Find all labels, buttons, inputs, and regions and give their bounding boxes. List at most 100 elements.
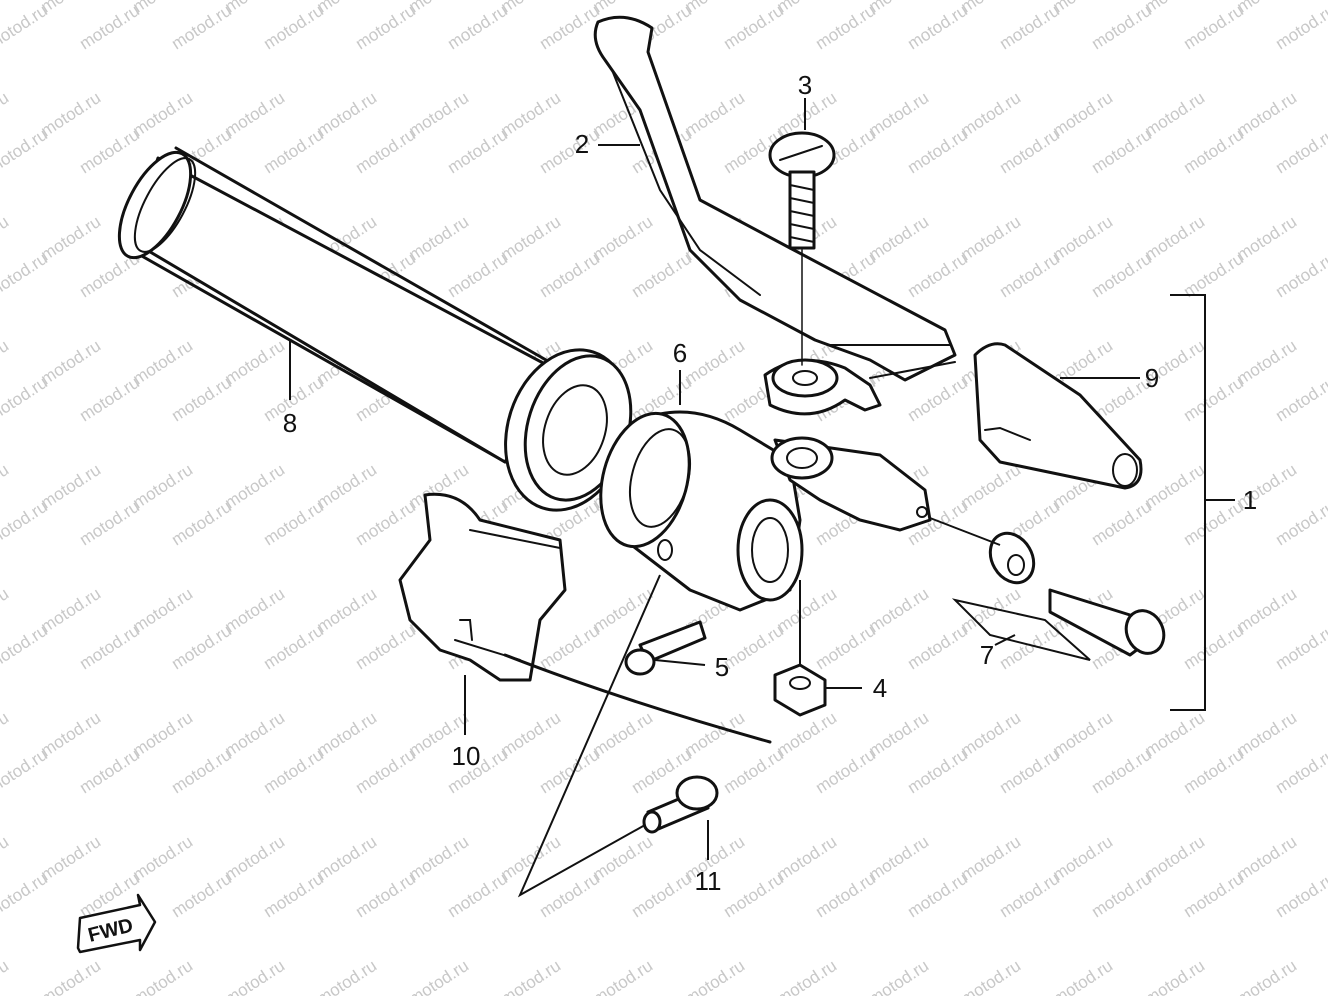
watermark-text: motod.ru [774, 956, 841, 996]
watermark-text: motod.ru [536, 621, 603, 673]
watermark-text: motod.ru [0, 336, 12, 388]
watermark-text: motod.ru [38, 832, 105, 884]
watermark-text: motod.ru [222, 708, 289, 760]
watermark-text: motod.ru [590, 956, 657, 996]
watermark-text: motod.ru [536, 869, 603, 921]
watermark-text: motod.ru [0, 460, 12, 512]
watermark-text: motod.ru [1088, 745, 1155, 797]
watermark-text: motod.ru [996, 745, 1063, 797]
watermark-text: motod.ru [590, 584, 657, 636]
watermark-text: motod.ru [168, 1, 235, 53]
watermark-text: motod.ru [0, 956, 12, 996]
watermark-text: motod.ru [1088, 249, 1155, 301]
watermark-text: motod.ru [76, 497, 143, 549]
watermark-text: motod.ru [0, 212, 12, 264]
watermark-text: motod.ru [444, 1, 511, 53]
watermark-text: motod.ru [168, 621, 235, 673]
watermark-text: motod.ru [498, 956, 565, 996]
watermark-text: motod.ru [406, 212, 473, 264]
watermark-text: motod.ru [444, 869, 511, 921]
watermark-text: motod.ru [0, 584, 12, 636]
watermark-text: motod.ru [0, 869, 51, 921]
watermark-text: motod.ru [904, 869, 971, 921]
watermark-text: motod.ru [1142, 832, 1209, 884]
watermark-text: motod.ru [130, 336, 197, 388]
watermark-text: motod.ru [0, 249, 51, 301]
watermark-text: motod.ru [958, 584, 1025, 636]
callout-4: 4 [873, 673, 887, 703]
callout-7: 7 [980, 640, 994, 670]
watermark-text: motod.ru [1180, 621, 1247, 673]
watermark-text: motod.ru [38, 956, 105, 996]
watermark-text: motod.ru [536, 125, 603, 177]
watermark-text: motod.ru [0, 125, 51, 177]
watermark-text: motod.ru [76, 621, 143, 673]
watermark-text: motod.ru [260, 745, 327, 797]
watermark-text: motod.ru [314, 88, 381, 140]
watermark-text: motod.ru [958, 832, 1025, 884]
watermark-text: motod.ru [1272, 869, 1328, 921]
watermark-text: motod.ru [76, 745, 143, 797]
watermark-text: motod.ru [130, 460, 197, 512]
watermark-text: motod.ru [590, 708, 657, 760]
callout-1: 1 [1243, 485, 1257, 515]
watermark-text: motod.ru [1088, 869, 1155, 921]
watermark-text: motod.ru [130, 88, 197, 140]
watermark-text: motod.ru [222, 956, 289, 996]
watermark-text: motod.ru [866, 708, 933, 760]
watermark-text: motod.ru [444, 125, 511, 177]
part-screw-11 [642, 775, 719, 834]
watermark-text: motod.ru [720, 869, 787, 921]
watermark-text: motod.ru [0, 708, 12, 760]
watermark-text: motod.ru [130, 708, 197, 760]
watermark-text: motod.ru [1234, 956, 1301, 996]
watermark-text: motod.ru [260, 621, 327, 673]
callout-labels: 2 3 8 6 9 1 10 5 4 7 11 [283, 70, 1257, 896]
watermark-text: motod.ru [812, 621, 879, 673]
watermark-text: motod.ru [314, 832, 381, 884]
watermark-text: motod.ru [720, 621, 787, 673]
watermark-text: motod.ru [812, 869, 879, 921]
watermark-text: motod.ru [1050, 212, 1117, 264]
watermark-text: motod.ru [1272, 373, 1328, 425]
watermark-text: motod.ru [260, 869, 327, 921]
watermark-text: motod.ru [682, 336, 749, 388]
watermark-text: motod.ru [1050, 832, 1117, 884]
watermark-text: motod.ru [904, 249, 971, 301]
watermark-text: motod.ru [1142, 460, 1209, 512]
watermark-text: motod.ru [352, 621, 419, 673]
watermark-text: motod.ru [996, 125, 1063, 177]
watermark-text: motod.ru [314, 708, 381, 760]
watermark-text: motod.ru [352, 869, 419, 921]
watermark-text: motod.ru [1272, 621, 1328, 673]
part-switch-housing [398, 492, 772, 744]
watermark-text: motod.ru [222, 336, 289, 388]
watermark-text: motod.ru [536, 1, 603, 53]
part-pivot-bolt [768, 131, 836, 366]
part-nut [773, 580, 827, 717]
watermark-text: motod.ru [1180, 1, 1247, 53]
watermark-text: motod.ru [38, 584, 105, 636]
watermark-text: motod.ru [0, 373, 51, 425]
watermark-text: motod.ru [536, 249, 603, 301]
watermark-text: motod.ru [0, 497, 51, 549]
watermark-text: motod.ru [444, 249, 511, 301]
watermark-text: motod.ru [866, 584, 933, 636]
watermark-text: motod.ru [1234, 336, 1301, 388]
part-lever-cover [973, 342, 1143, 490]
watermark-text: motod.ru [0, 621, 51, 673]
leader-lines [289, 98, 1235, 898]
watermark-text: motod.ru [996, 249, 1063, 301]
watermark-text: motod.ru [682, 88, 749, 140]
part-lever [593, 15, 957, 382]
watermark-text: motod.ru [406, 88, 473, 140]
watermark-text: motod.ru [38, 336, 105, 388]
watermark-text: motod.ru [352, 125, 419, 177]
watermark-text: motod.ru [1142, 88, 1209, 140]
watermark-text: motod.ru [904, 373, 971, 425]
watermark-text: motod.ru [774, 832, 841, 884]
watermark-text: motod.ru [1234, 212, 1301, 264]
watermark-text: motod.ru [1272, 497, 1328, 549]
watermark-text: motod.ru [314, 956, 381, 996]
watermark-text: motod.ru [76, 1, 143, 53]
